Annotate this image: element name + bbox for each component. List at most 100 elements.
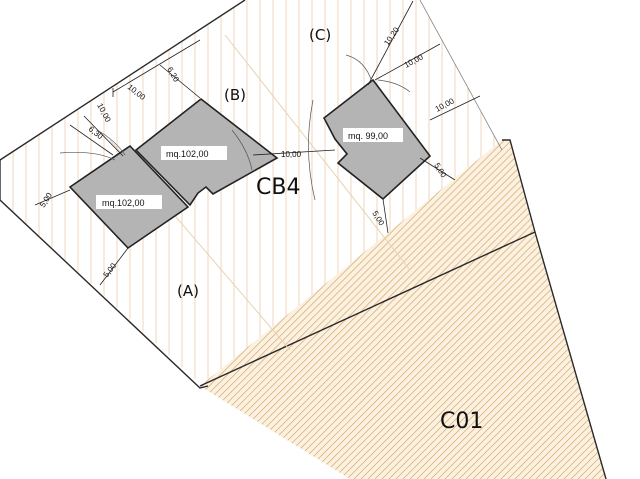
c01-hatch-line — [0, 0, 176, 479]
c01-hatch-line — [200, 140, 219, 479]
c01-hatch-line — [262, 140, 606, 479]
dim-10-00-right: 10,00 — [434, 96, 456, 114]
c01-hatch-line — [200, 140, 606, 479]
c01-hatch-line — [0, 0, 29, 479]
dim-5-00-right-bottom: 5,00 — [370, 209, 386, 227]
c01-hatch-line — [200, 140, 606, 479]
c01-hatch-line — [0, 0, 113, 479]
c01-hatch-line — [200, 140, 606, 479]
dimension-lines — [34, 0, 481, 286]
c01-hatch-line — [409, 140, 606, 479]
area-label-upper-left: mq.102,00 — [166, 149, 209, 159]
c01-hatch-line — [416, 140, 606, 479]
c01-hatch-line — [395, 140, 606, 479]
c01-hatch-line — [0, 0, 8, 479]
c01-hatch-line — [367, 140, 606, 479]
c01-hatch-line — [200, 140, 233, 479]
c01-hatch-line — [437, 140, 606, 479]
c01-hatch-line — [634, 0, 640, 479]
c01-hatch-line — [276, 140, 606, 479]
c01-hatch-line — [255, 140, 606, 479]
c01-hatch-line — [0, 0, 99, 479]
c01-hatch-line — [220, 140, 606, 479]
c01-hatch-line — [200, 140, 606, 479]
c01-hatch-line — [206, 140, 606, 479]
c01-hatch-line — [584, 140, 606, 479]
c01-hatch-line — [0, 0, 120, 479]
c01-hatch-line — [200, 140, 226, 479]
c01-hatch-line — [200, 140, 606, 479]
zone-label-c01: C01 — [440, 409, 483, 434]
c01-hatch-line — [430, 140, 606, 479]
lot-divider-1 — [224, 34, 411, 271]
dim-10-00-between: 10,00 — [281, 150, 302, 159]
boundary-cb4-c01 — [199, 231, 536, 387]
c01-hatch-line — [0, 0, 190, 479]
c01-hatch-line — [598, 140, 606, 479]
c01-hatch-line — [290, 140, 606, 479]
c01-hatch-line — [0, 0, 71, 479]
area-box-lower-left — [96, 195, 162, 209]
c01-hatch-line — [465, 140, 606, 479]
c01-hatch-line — [0, 0, 43, 479]
c01-hatch-line — [620, 0, 640, 479]
boundary-bottom-left — [0, 199, 209, 389]
c01-hatch-line — [200, 140, 606, 479]
c01-hatch-line — [486, 140, 606, 479]
boundary-c01-right — [502, 139, 607, 479]
dim-10-00-top-right: 10,00 — [403, 52, 425, 70]
c01-hatch-line — [0, 0, 15, 479]
c01-hatch-line — [248, 140, 606, 479]
c01-hatch-line — [241, 140, 606, 479]
area-box-right — [343, 128, 403, 142]
c01-hatch-line — [613, 0, 640, 479]
area-label-right: mq. 99,00 — [348, 131, 388, 141]
c01-hatch-line — [283, 140, 606, 479]
lot-label-c: (C) — [309, 26, 331, 44]
c01-hatch-line — [374, 140, 606, 479]
c01-hatch-line — [451, 140, 606, 479]
c01-hatch-line — [479, 140, 606, 479]
c01-hatch-line — [200, 140, 606, 479]
c01-hatch-line — [0, 0, 78, 479]
c01-hatch-line — [234, 140, 606, 479]
c01-hatch-line — [200, 140, 212, 479]
c01-hatch-line — [0, 0, 36, 479]
dim-6-20: 6,20 — [165, 66, 181, 84]
c01-hatch-line — [423, 140, 606, 479]
zone-label-cb4: CB4 — [256, 175, 300, 200]
c01-hatch-line — [493, 140, 606, 479]
boundary-top-right — [419, 0, 503, 151]
c01-hatch-line — [269, 140, 606, 479]
dim-10-00-left-vert: 10,00 — [95, 102, 113, 124]
c01-hatch-line — [0, 0, 1, 479]
c01-hatch-line — [472, 140, 606, 479]
area-label-lower-left: mq.102,00 — [102, 198, 145, 208]
c01-hatch-line — [605, 140, 606, 479]
c01-fill — [200, 140, 606, 479]
c01-hatch-line — [381, 140, 606, 479]
c01-hatch-line — [0, 0, 127, 479]
c01-hatch-line — [577, 140, 606, 479]
c01-hatch-line — [500, 140, 606, 479]
dim-5-00-right: 5,00 — [432, 161, 448, 179]
lot-label-a: (A) — [177, 282, 199, 300]
c01-hatch-line — [200, 140, 606, 479]
c01-hatch-line — [0, 0, 183, 479]
c01-hatch-line — [0, 0, 22, 479]
c01-hatch-line — [0, 0, 64, 479]
c01-hatch-line — [591, 140, 606, 479]
c01-hatch-line — [0, 0, 169, 479]
c01-hatch-line — [444, 140, 606, 479]
c01-hatch-line — [458, 140, 606, 479]
door-arcs — [59, 54, 411, 201]
boundary-top-left — [0, 0, 246, 161]
c01-hatch-line — [227, 140, 606, 479]
c01-hatch-line — [0, 0, 106, 479]
c01-hatch-line — [213, 140, 606, 479]
c01-hatch-line — [388, 140, 606, 479]
c01-hatch-line — [627, 0, 640, 479]
c01-hatch-line — [0, 0, 57, 479]
